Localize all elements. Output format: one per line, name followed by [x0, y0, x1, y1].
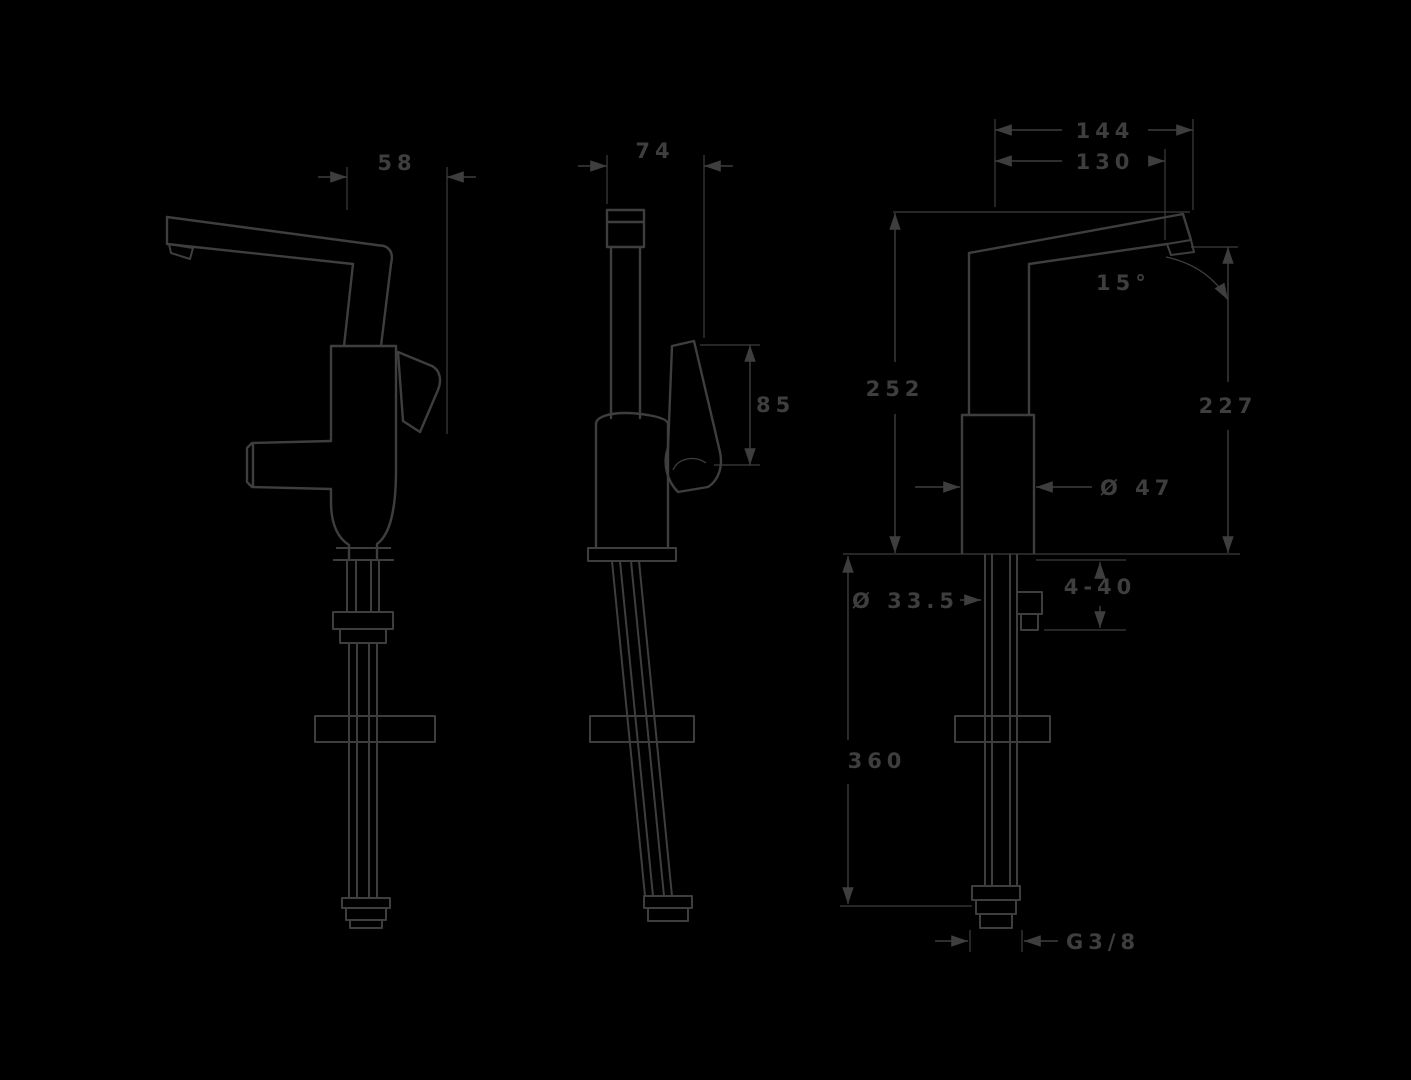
body-outline — [329, 344, 398, 562]
dim-252: 252 — [866, 213, 925, 553]
swivel-arc — [1165, 256, 1229, 301]
base-escutcheon-front — [587, 547, 677, 562]
dim-d33-label: Ø 33.5 — [852, 589, 959, 613]
body-front — [594, 411, 670, 550]
handle-front — [664, 339, 723, 494]
dim-clamp-range: 4-40 — [1036, 559, 1137, 631]
dim-85: 85 — [700, 344, 795, 466]
base-escutcheon — [333, 547, 394, 561]
dim-g38-extension-lines — [969, 930, 1023, 952]
view-front: 74 85 — [578, 139, 795, 922]
handle-pivot-line — [672, 457, 707, 471]
neck-column-right — [967, 251, 1031, 417]
body-right — [960, 413, 1036, 555]
handle-lever — [396, 350, 442, 434]
dim-74: 74 — [578, 139, 733, 338]
supply-hoses — [348, 643, 378, 898]
mounting-nut — [332, 611, 394, 644]
dim-440-extension-lines — [1036, 559, 1126, 631]
dim-130: 130 — [995, 149, 1166, 240]
supply-hoses-front — [611, 560, 673, 897]
dim-thread: G3/8 — [935, 930, 1140, 954]
dim-360-label: 360 — [848, 749, 907, 773]
view-side-right: 144 130 15° 252 227 Ø 47 — [840, 119, 1258, 954]
spout-right-outline — [967, 212, 1193, 266]
dim-hole-diameter: Ø 33.5 — [852, 589, 981, 613]
dim-58-extension-lines — [346, 167, 448, 434]
aerator — [168, 243, 194, 260]
view-side-left: 58 — [165, 151, 476, 929]
deck-clamp — [1016, 591, 1043, 631]
dim-440-label: 4-40 — [1064, 575, 1137, 599]
spout-outline — [165, 215, 386, 266]
shank — [346, 560, 380, 612]
hose-connector-right — [971, 885, 1021, 929]
aerator-right — [1166, 239, 1195, 256]
hose-connector — [341, 897, 391, 929]
neck-column — [609, 245, 642, 420]
dim-g38-label: G3/8 — [1066, 930, 1140, 954]
dim-58-label: 58 — [377, 151, 416, 175]
dim-227: 227 — [1191, 246, 1258, 553]
dim-angle-label: 15° — [1096, 271, 1151, 295]
dim-74-label: 74 — [635, 139, 674, 163]
spout-bend — [342, 244, 394, 348]
dim-227-label: 227 — [1199, 394, 1258, 418]
dim-144-label: 144 — [1076, 119, 1135, 143]
dim-360: 360 — [840, 556, 972, 907]
dim-252-label: 252 — [866, 377, 925, 401]
mounting-plate-right — [954, 715, 1051, 743]
dim-58: 58 — [318, 151, 476, 434]
mounting-plate — [314, 715, 436, 743]
side-outlet — [245, 439, 333, 491]
dim-74-extension-lines — [606, 155, 705, 338]
dim-130-label: 130 — [1076, 150, 1135, 174]
dim-angle-15: 15° — [1096, 256, 1229, 301]
dim-d47-label: Ø 47 — [1100, 476, 1174, 500]
hose-connector-front — [643, 895, 693, 922]
spout-front — [605, 208, 646, 249]
mounting-plate-front — [589, 715, 695, 743]
dim-body-diameter: Ø 47 — [915, 476, 1174, 500]
dim-85-label: 85 — [756, 393, 795, 417]
shank-right — [984, 554, 1018, 886]
